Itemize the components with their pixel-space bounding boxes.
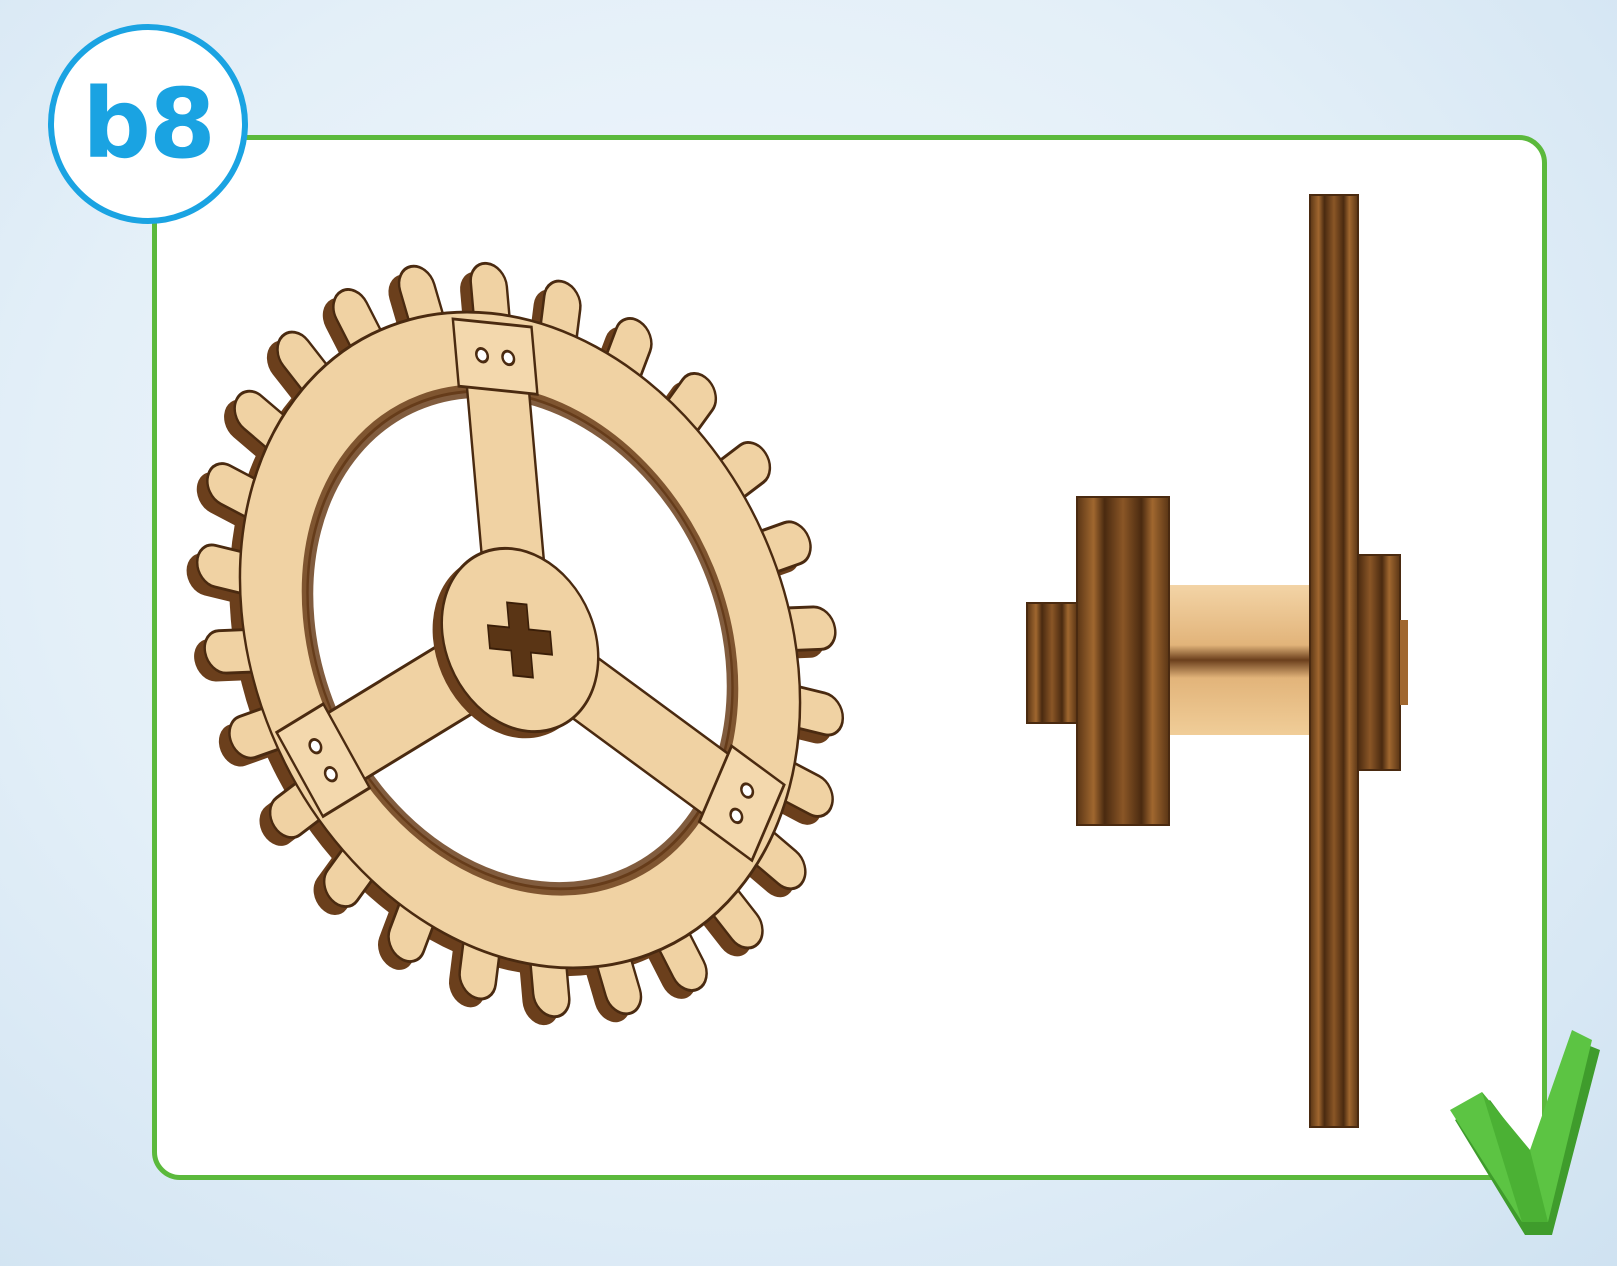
gear-assembly-side-view-illustration — [1027, 195, 1408, 1127]
check-mark-icon — [1450, 1030, 1600, 1235]
gear-isometric-illustration — [155, 229, 875, 1059]
